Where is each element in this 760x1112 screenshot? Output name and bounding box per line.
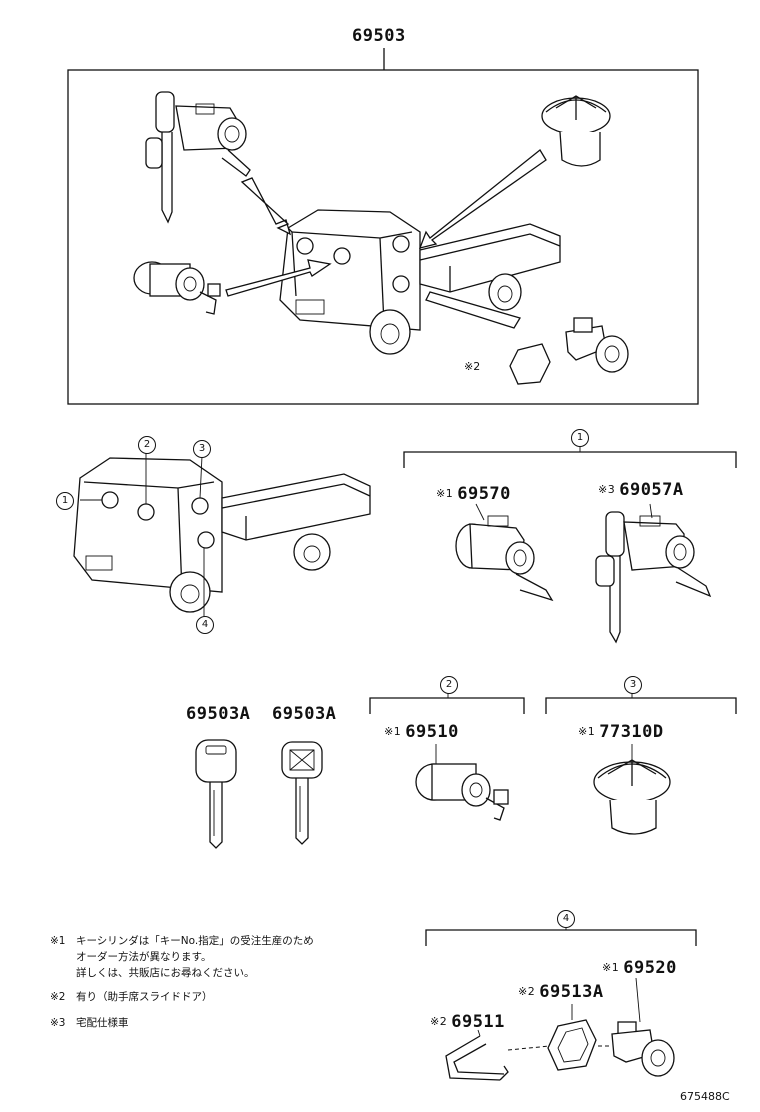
assembly-part-number: 69503: [352, 26, 406, 46]
assembly-slide-door-parts: [509, 317, 629, 385]
group4-part-b-mark: ※2: [518, 985, 536, 998]
location-circle-2: 2: [138, 436, 156, 454]
assembly-key-cylinder: [145, 91, 251, 224]
assembly-fuel-cap: [541, 95, 611, 167]
note-1-line-1: キーシリンダは「キーNo.指定」の受注生産のため: [76, 935, 314, 947]
note-1-line-2: オーダー方法が異なります。: [76, 951, 212, 963]
note-3-mark: ※3: [50, 1017, 66, 1029]
group3-part-number: 77310D: [599, 722, 664, 742]
part-77310D-illustration: [593, 759, 671, 835]
part-69511-illustration: [445, 1035, 551, 1081]
group1-bracket: [403, 451, 737, 468]
part-69513A-illustration: [547, 1019, 612, 1071]
group4-part-c-mark: ※2: [430, 1015, 448, 1028]
group1-circle: 1: [571, 429, 589, 447]
group1-part-b-mark: ※3: [598, 483, 616, 496]
note-1-line-3: 詳しくは、共販店にお尋ねください。: [76, 967, 255, 979]
part-69570-illustration: [455, 515, 554, 602]
part-69057A-illustration: [595, 511, 712, 644]
group2-part-mark: ※1: [384, 725, 402, 738]
note-2-mark: ※2: [50, 991, 66, 1003]
group2-bracket: [369, 697, 525, 714]
group4-part-a-mark: ※1: [602, 961, 620, 974]
location-circle-4: 4: [196, 616, 214, 634]
group2-circle: 2: [440, 676, 458, 694]
group4-circle: 4: [557, 910, 575, 928]
assembly-door-cylinder: [133, 261, 221, 315]
part-69520-illustration: [611, 977, 675, 1077]
note-1-mark: ※1: [50, 935, 66, 947]
key-a-illustration: [195, 739, 237, 849]
group4-bracket: [425, 929, 697, 946]
group3-bracket: [545, 697, 737, 714]
assembly-truck-illustration: [225, 149, 561, 355]
key-b-illustration: [281, 741, 323, 845]
location-circle-1: 1: [56, 492, 74, 510]
group4-part-b-number: 69513A: [539, 982, 604, 1002]
note-2-text: 有り（助手席スライドドア）: [76, 991, 213, 1003]
location-circle-3: 3: [193, 440, 211, 458]
group1-part-a-mark: ※1: [436, 487, 454, 500]
group4-part-c-number: 69511: [451, 1012, 505, 1032]
group4-part-a-number: 69520: [623, 958, 677, 978]
location-truck-illustration: [73, 452, 371, 616]
key-b-number: 69503A: [272, 704, 337, 724]
part-69510-illustration: [415, 763, 509, 821]
group3-circle: 3: [624, 676, 642, 694]
diagram-code: 675488C: [680, 1090, 730, 1103]
group3-part-mark: ※1: [578, 725, 596, 738]
group2-part-number: 69510: [405, 722, 459, 742]
group1-part-a-number: 69570: [457, 484, 511, 504]
note-3-text: 宅配仕様車: [76, 1017, 129, 1029]
key-a-number: 69503A: [186, 704, 251, 724]
assembly-mark-2: ※2: [464, 360, 481, 373]
group1-part-b-number: 69057A: [619, 480, 684, 500]
assembly-frame: [67, 48, 699, 405]
